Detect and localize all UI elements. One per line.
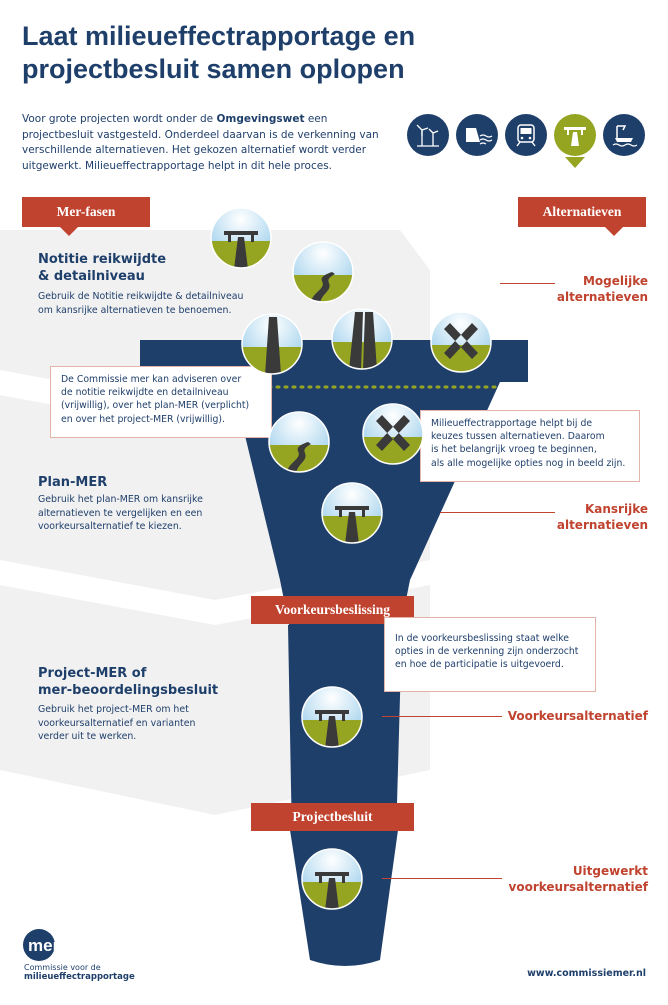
ribbon-pointer-right [605,227,623,236]
early-l2: keuzes tussen alternatieven. Daarom [431,431,605,443]
decision-l2: opties in de verkenning zijn onderzocht [395,646,579,658]
phase-2-text-l2: alternatieven te vergelijken en een [38,507,203,519]
intro-before: Voor grote projecten wordt onder de [22,113,217,125]
alternative-winding-road-icon [292,241,354,303]
alt-kansrijke-l1: Kansrijke [584,502,648,516]
commission-l4: en over het project-MER (vrijwillig). [61,413,225,425]
ribbon-voorkeursbeslissing-label: Voorkeursbeslissing [274,602,391,617]
mer-logo-mark: mer [23,929,60,961]
phase-3-text-l2: voorkeursalternatief en varianten [38,717,196,729]
phase-2-text-l1: Gebruik het plan-MER om kansrijke [38,494,203,505]
alternative-crossing-icon-2 [362,403,424,465]
alternative-wide-road-icon [331,308,393,370]
alt-voorkeur-l1: Voorkeursalternatief [507,709,648,723]
ribbon-projectbesluit: Projectbesluit [251,803,414,831]
phase-2-title-l1: Plan-MER [38,475,108,490]
alt-uitgewerkt-l2: voorkeursalternatief [508,880,648,894]
commission-l2: de notitie reikwijdte en detailniveau [61,387,229,399]
info-box-early: Milieueffectrapportage helpt bij de keuz… [420,410,640,482]
logo-subtitle-2: milieueffectrapportage [24,972,135,982]
ribbon-mer-fasen-label: Mer-fasen [56,204,116,219]
phase-1-text: Gebruik de Notitie reikwijdte & detailni… [38,290,243,317]
info-box-decision: In de voorkeursbeslissing staat welke op… [384,617,596,692]
phase-1-title: Notitie reikwijdte & detailniveau [38,251,166,285]
dike-icon [456,114,498,156]
port-icon [603,114,645,156]
phase-1-title-l2: & detailniveau [38,269,145,284]
alternative-winding-road-icon-2 [268,411,330,473]
footer-url-link[interactable]: www.commissiemer.nl [527,968,646,979]
phase-1-text-l1: Gebruik de Notitie reikwijdte & detailni… [38,291,244,302]
alt-uitgewerkt-l1: Uitgewerkt [572,864,648,878]
final-alternative-highway-icon [301,848,363,910]
phase-3-text-l3: verder uit te werken. [38,731,137,742]
ribbon-projectbesluit-label: Projectbesluit [292,809,373,824]
wind-turbine-icon [407,114,449,156]
alt-mogelijke: Mogelijke alternatieven [557,273,648,305]
alt-uitgewerkt: Uitgewerkt voorkeursalternatief [509,863,648,895]
phase-3-text-l1: Gebruik het project-MER om het [38,704,189,715]
phase-2-title: Plan-MER [38,474,107,491]
ribbon-pointer-left [60,227,78,236]
decision-l1: In de voorkeursbeslissing staat welke [395,633,570,644]
alt-kansrijke-l2: alternatieven [556,518,648,532]
alt-line-1 [500,283,555,284]
phase-3-text: Gebruik het project-MER om het voorkeursa… [38,703,195,744]
alt-kansrijke: Kansrijke alternatieven [557,501,648,533]
alt-line-3 [382,716,502,717]
phase-1-text-l2: om kansrijke alternatieven te benoemen. [38,304,232,316]
preferred-alternative-highway-icon [301,686,363,748]
mer-logo: mer [22,928,82,966]
phase-3-title: Project-MER of mer-beoordelingsbesluit [38,665,218,699]
page-title: Laat milieueffectrapportage en projectbe… [22,20,642,86]
title-line-2: projectbesluit samen oplopen [22,54,405,84]
intro-text: Voor grote projecten wordt onder de Omge… [22,112,382,174]
decision-l3: en hoe de participatie is uitgevoerd. [395,659,564,671]
info-box-commission: De Commissie mer kan adviseren over de n… [50,366,272,438]
mer-logo-text: mer [28,936,60,955]
commission-l1: De Commissie mer kan adviseren over [61,374,242,385]
phase-2-text: Gebruik het plan-MER om kansrijke alterna… [38,493,203,534]
ribbon-mer-fasen: Mer-fasen [22,197,150,227]
ribbon-alternatieven-label: Alternatieven [542,204,622,219]
alt-mogelijke-l1: Mogelijke [582,274,648,288]
alt-line-4 [382,878,502,879]
title-line-1: Laat milieueffectrapportage en [22,21,416,51]
alt-line-2 [440,512,555,513]
alt-mogelijke-l2: alternatieven [556,290,648,304]
intro-after: een projectbesluit vastgesteld. Onderdee… [22,113,379,172]
phase-2-text-l3: voorkeursalternatief te kiezen. [38,521,182,532]
phase-3-title-l2: mer-beoordelingsbesluit [38,683,219,698]
train-icon [505,114,547,156]
phase-3-title-l1: Project-MER of [38,666,147,681]
ribbon-alternatieven: Alternatieven [518,197,646,227]
logo-subtitle-1: Commissie voor de [24,963,101,972]
highway-icon [554,114,596,156]
alternative-straight-road-icon [241,313,303,375]
early-l4: als alle mogelijke opties nog in beeld z… [431,457,626,469]
alternative-highway-icon-2 [321,482,383,544]
alt-voorkeursalternatief: Voorkeursalternatief [508,708,648,724]
early-l3: is het belangrijk vroeg te beginnen, [431,444,597,456]
alternative-highway-icon [210,207,272,269]
selected-indicator-icon [565,157,585,168]
intro-bold-omgevingswet: Omgevingswet [216,113,305,125]
commission-l3: (vrijwillig), over het plan-MER (verplic… [61,400,250,412]
early-l1: Milieueffectrapportage helpt bij de [431,418,593,429]
phase-1-title-l1: Notitie reikwijdte [38,252,167,267]
alternative-crossing-icon [430,311,492,373]
